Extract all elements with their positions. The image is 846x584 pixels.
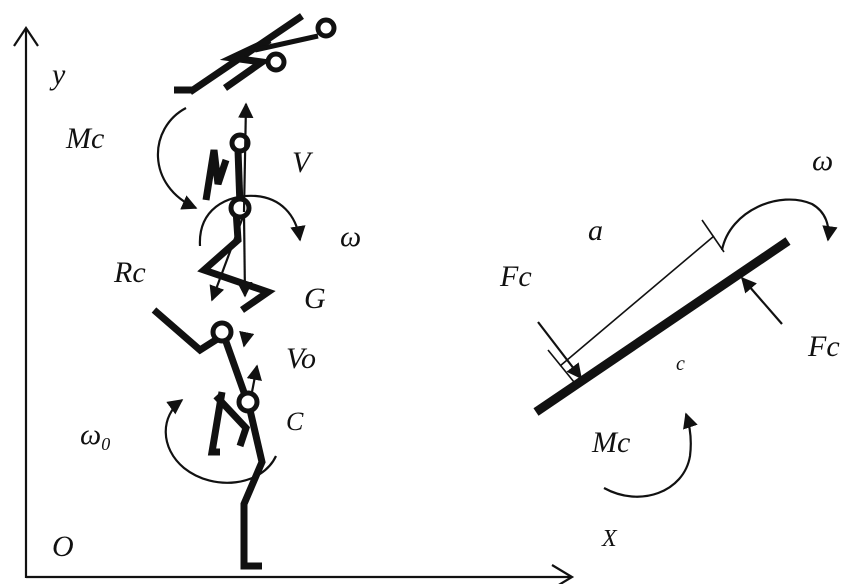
rc-arrow bbox=[209, 213, 246, 302]
labels: y O X Mc V ω Rc G Vo C ω0 a Fc Fc ω c Mc bbox=[49, 58, 840, 563]
figure-middle-pose bbox=[197, 132, 276, 313]
vo-arrow bbox=[239, 330, 255, 348]
label-vo: Vo bbox=[286, 342, 316, 375]
fc-right-arrow bbox=[740, 276, 783, 325]
omega-arc-right bbox=[720, 198, 838, 251]
label-omega-left: ω bbox=[340, 220, 361, 253]
label-omega-right: ω bbox=[812, 144, 833, 177]
mc-arc-left bbox=[156, 107, 198, 210]
label-fc-left: Fc bbox=[499, 260, 532, 293]
fc-left-arrow bbox=[537, 321, 582, 380]
figure-top-flight-pose bbox=[174, 13, 337, 95]
omega0-arc bbox=[164, 399, 277, 484]
x-axis-arrowhead bbox=[551, 564, 575, 584]
figure-bottom-vectors bbox=[164, 330, 277, 484]
gravity-g-arrow bbox=[237, 213, 253, 298]
label-c-left: C bbox=[286, 407, 304, 436]
vo-arrow-up bbox=[246, 364, 262, 393]
body-segment bbox=[533, 237, 791, 416]
label-fc-right: Fc bbox=[807, 330, 840, 363]
coordinate-axes bbox=[13, 26, 575, 584]
figure-middle-vectors bbox=[198, 102, 306, 302]
dimension-a-tick-right bbox=[701, 219, 725, 253]
label-omega0: ω0 bbox=[80, 418, 110, 454]
velocity-v-arrow bbox=[238, 102, 254, 213]
label-y-axis: y bbox=[49, 58, 66, 91]
label-g: G bbox=[304, 282, 326, 315]
figure-bottom-pose bbox=[151, 307, 266, 570]
label-a: a bbox=[588, 214, 603, 247]
label-mc-right: Mc bbox=[591, 426, 630, 459]
free-body-diagram bbox=[533, 198, 838, 498]
label-v: V bbox=[292, 146, 314, 179]
omega-arc-middle bbox=[198, 194, 306, 247]
label-mc-left: Mc bbox=[65, 122, 104, 155]
label-origin: O bbox=[52, 530, 74, 563]
label-rc: Rc bbox=[113, 256, 146, 289]
label-c-right: c bbox=[676, 353, 685, 375]
mc-arc-right bbox=[603, 412, 698, 498]
label-x-axis: X bbox=[601, 526, 618, 552]
y-axis-arrowhead bbox=[13, 26, 39, 47]
dimension-a-line bbox=[559, 235, 715, 367]
dimension-a-tick-left bbox=[547, 349, 575, 383]
